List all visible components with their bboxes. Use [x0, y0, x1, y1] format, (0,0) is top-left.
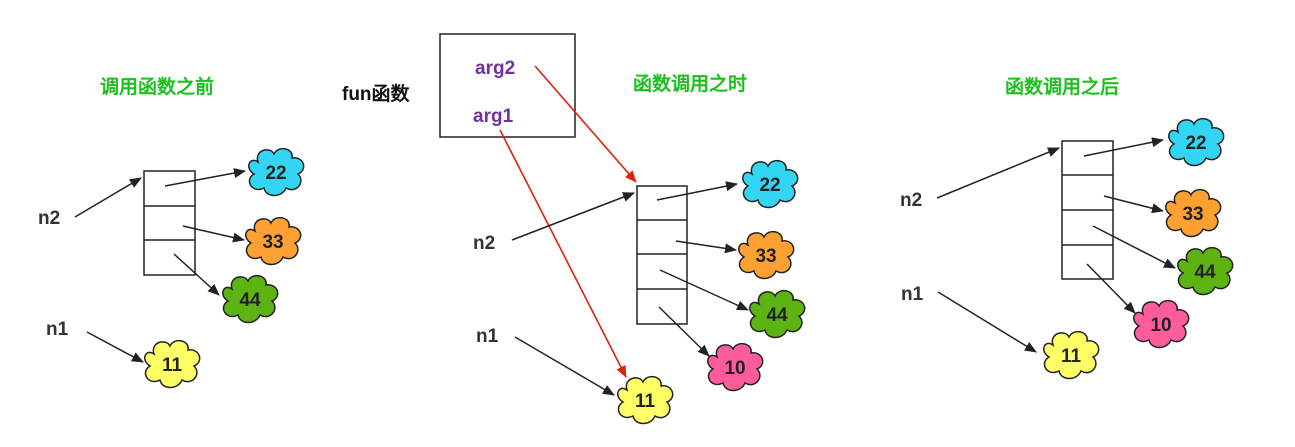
cloud-44: 44: [749, 289, 806, 339]
svg-text:11: 11: [635, 391, 656, 412]
arg1-label: arg1: [473, 106, 514, 127]
var-n2: n2: [900, 190, 922, 211]
cloud-22: 22: [742, 159, 799, 209]
svg-text:11: 11: [1061, 346, 1082, 367]
svg-text:44: 44: [1194, 262, 1216, 283]
svg-text:22: 22: [1185, 133, 1206, 154]
function-box: fun函数 arg2 arg1: [342, 33, 576, 138]
var-n1: n1: [46, 319, 69, 340]
svg-text:10: 10: [724, 358, 745, 379]
var-n1: n1: [476, 326, 499, 347]
svg-text:11: 11: [162, 355, 183, 376]
function-label: fun函数: [342, 82, 411, 105]
cloud-22: 22: [1168, 117, 1225, 167]
svg-text:33: 33: [1182, 204, 1203, 225]
cloud-33: 33: [738, 230, 795, 280]
svg-text:33: 33: [262, 232, 283, 253]
list-box: [636, 185, 688, 325]
panel-during: n2 n1 22 33 44 10 11: [473, 65, 806, 425]
cloud-10: 10: [1133, 299, 1190, 349]
svg-text:22: 22: [265, 163, 286, 184]
svg-text:44: 44: [239, 290, 261, 311]
var-n2: n2: [38, 208, 60, 229]
cloud-33: 33: [1165, 188, 1222, 238]
title-before: 调用函数之前: [100, 75, 214, 98]
title-after: 函数调用之后: [1005, 75, 1119, 98]
panel-after: n2 n1 22 33 44 10 11: [900, 117, 1234, 380]
svg-text:22: 22: [759, 175, 780, 196]
cloud-11: 11: [144, 339, 201, 389]
cloud-33: 33: [245, 216, 302, 266]
cloud-22: 22: [248, 147, 305, 197]
cloud-11: 11: [617, 375, 674, 425]
arg2-label: arg2: [475, 58, 515, 79]
svg-text:44: 44: [766, 305, 788, 326]
cloud-44: 44: [1177, 246, 1234, 296]
cloud-11: 11: [1043, 330, 1100, 380]
svg-text:33: 33: [755, 246, 776, 267]
cloud-44: 44: [222, 274, 279, 324]
panel-before: n2 n1 22 33 44 11: [38, 147, 305, 389]
var-n1: n1: [901, 284, 924, 305]
title-during: 函数调用之时: [633, 72, 747, 95]
list-box: [143, 170, 196, 276]
svg-text:10: 10: [1150, 315, 1171, 336]
var-n2: n2: [473, 233, 495, 254]
cloud-10: 10: [707, 342, 764, 392]
